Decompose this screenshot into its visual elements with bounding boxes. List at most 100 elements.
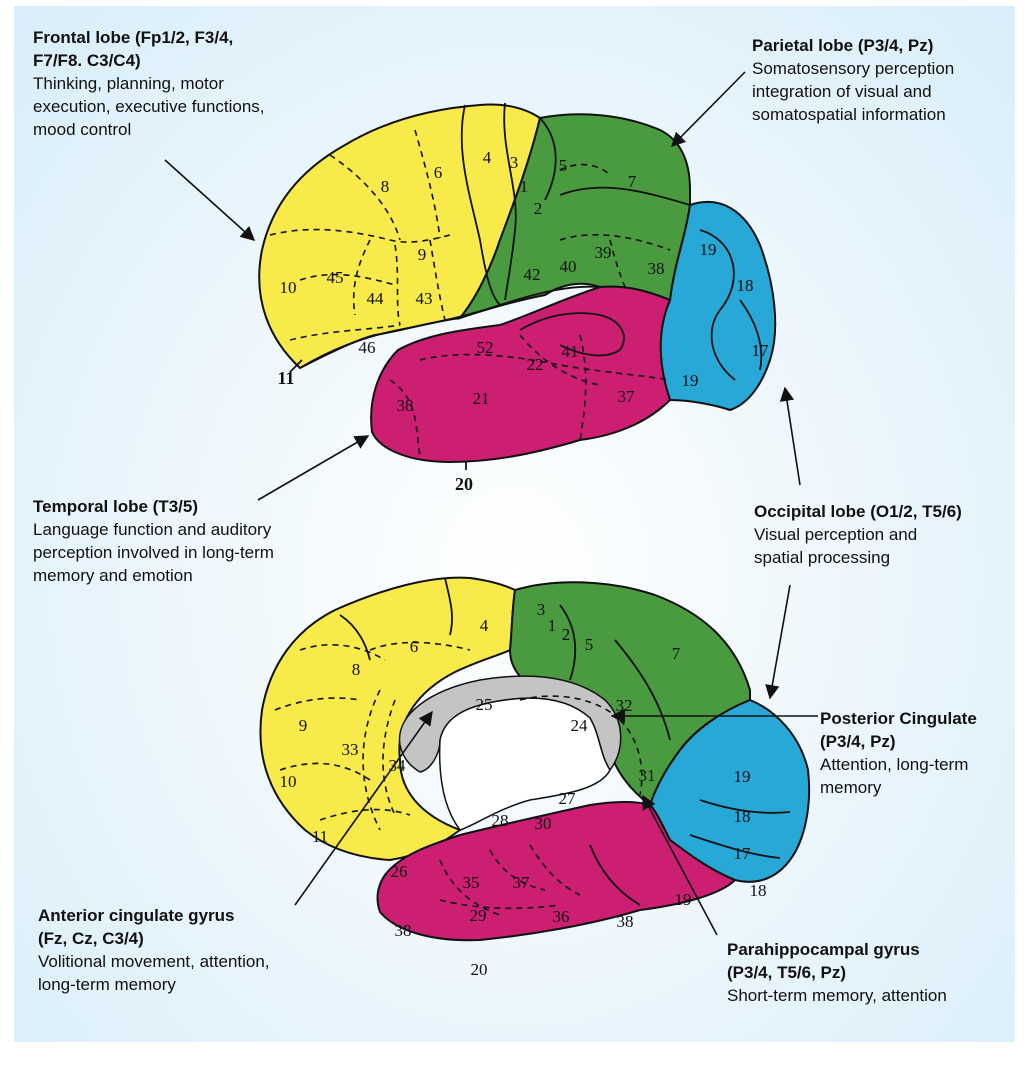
posterior-cingulate-callout: Posterior Cingulate (P3/4, Pz) Attention…: [820, 707, 1015, 799]
medial-area-31: 32: [616, 696, 633, 715]
lateral-area-39: 38: [648, 259, 665, 278]
medial-area-4: 4: [480, 616, 489, 635]
lateral-area-22: 22: [527, 355, 544, 374]
parahippocampal-callout: Parahippocampal gyrus (P3/4, T5/6, Pz) S…: [727, 938, 1017, 1007]
occipital-callout: Occipital lobe (O1/2, T5/6) Visual perce…: [754, 500, 1014, 569]
temporal-body-line-2: perception involved in long-term: [33, 541, 353, 564]
medial-area-30: 31: [639, 766, 656, 785]
medial-area-6: 6: [410, 637, 419, 656]
medial-area-3: 3: [537, 600, 546, 619]
medial-area-29: 30: [535, 814, 552, 833]
posterior-cingulate-title-line-2: (P3/4, Pz): [820, 730, 1015, 753]
frontal-title-line-2: F7/F8. C3/C4): [33, 49, 333, 72]
medial-area-7: 7: [672, 644, 681, 663]
lateral-area-10: 10: [280, 278, 297, 297]
medial-area-24: 25: [476, 695, 493, 714]
medial-area-25: 26: [391, 862, 408, 881]
lateral-area-1: 1: [520, 177, 529, 196]
lateral-area-45: 44: [367, 289, 385, 308]
frontal-body-line-2: execution, executive functions,: [33, 95, 333, 118]
temporal-body-line-3: memory and emotion: [33, 564, 353, 587]
frontal-body-line-1: Thinking, planning, motor: [33, 72, 333, 95]
medial-area-19-top: 19: [734, 767, 751, 786]
medial-area-19-bottom: 19: [675, 890, 692, 909]
parahippocampal-body-line-1: Short-term memory, attention: [727, 984, 1017, 1007]
medial-area-28: 29: [470, 906, 487, 925]
lateral-area-37: 37: [618, 387, 636, 406]
frontal-callout: Frontal lobe (Fp1/2, F3/4, F7/F8. C3/C4)…: [33, 26, 333, 141]
medial-area-5: 5: [585, 635, 594, 654]
frontal-title-line-1: Frontal lobe (Fp1/2, F3/4,: [33, 26, 333, 49]
medial-area-23: 24: [571, 716, 589, 735]
medial-area-27: 28: [492, 811, 509, 830]
parietal-title-line-1: Parietal lobe (P3/4, Pz): [752, 34, 1012, 57]
lateral-area-52: 52: [477, 338, 494, 357]
medial-area-2: 2: [562, 625, 571, 644]
posterior-cingulate-body-line-1: Attention, long-term: [820, 753, 1015, 776]
medial-area-1: 1: [548, 616, 557, 635]
occipital-body-line-1: Visual perception and: [754, 523, 1014, 546]
lateral-area-5: 5: [559, 156, 568, 175]
occipital-arrow-down: [770, 585, 790, 698]
posterior-cingulate-body-line-2: memory: [820, 776, 1015, 799]
occipital-arrow-up: [785, 388, 800, 485]
medial-area-20: 20: [471, 960, 488, 979]
temporal-callout: Temporal lobe (T3/5) Language function a…: [33, 495, 353, 587]
lateral-area-6: 6: [434, 163, 443, 182]
medial-area-18-bottom: 18: [750, 881, 767, 900]
occipital-title-line-1: Occipital lobe (O1/2, T5/6): [754, 500, 1014, 523]
lateral-area-4: 4: [483, 148, 492, 167]
lateral-area-19-bottom: 19: [682, 371, 699, 390]
lateral-area-19-top: 19: [700, 240, 717, 259]
medial-area-32: 33: [342, 740, 359, 759]
parietal-arrow: [672, 72, 745, 146]
medial-area-11: 11: [312, 827, 328, 846]
lateral-area-8: 8: [381, 177, 390, 196]
temporal-title-line-1: Temporal lobe (T3/5): [33, 495, 353, 518]
medial-area-10: 10: [280, 772, 297, 791]
lateral-area-3: 3: [510, 153, 519, 172]
lateral-area-44: 43: [416, 289, 433, 308]
frontal-body-line-3: mood control: [33, 118, 333, 141]
anterior-cingulate-body-line-1: Volitional movement, attention,: [38, 950, 358, 973]
parahippocampal-title-line-1: Parahippocampal gyrus: [727, 938, 1017, 961]
medial-area-37: 38: [617, 912, 634, 931]
parietal-body-line-2: integration of visual and: [752, 80, 1012, 103]
lateral-area-2: 2: [534, 199, 543, 218]
parietal-body-line-1: Somatosensory perception: [752, 57, 1012, 80]
lateral-area-38: 38: [397, 396, 414, 415]
medial-area-17: 17: [734, 844, 752, 863]
lateral-area-21: 21: [473, 389, 490, 408]
lateral-area-40: 39: [595, 243, 612, 262]
lateral-area-17: 17: [752, 341, 770, 360]
lateral-area-9: 9: [418, 245, 427, 264]
medial-area-38: 38: [395, 921, 412, 940]
lateral-area-47: 46: [359, 338, 376, 357]
lateral-area-41: 40: [560, 257, 577, 276]
parahippocampal-title-line-2: (P3/4, T5/6, Pz): [727, 961, 1017, 984]
medial-area-36: 36: [553, 907, 570, 926]
parietal-callout: Parietal lobe (P3/4, Pz) Somatosensory p…: [752, 34, 1012, 126]
lateral-area-42: 41: [562, 342, 579, 361]
frontal-arrow: [165, 160, 254, 240]
anterior-cingulate-title-line-2: (Fz, Cz, C3/4): [38, 927, 358, 950]
medial-area-26: 27: [559, 789, 577, 808]
lateral-area-46: 45: [327, 268, 344, 287]
anterior-cingulate-body-line-2: long-term memory: [38, 973, 358, 996]
posterior-cingulate-title-line-1: Posterior Cingulate: [820, 707, 1015, 730]
medial-area-9: 9: [299, 716, 308, 735]
medial-area-8: 8: [352, 660, 361, 679]
lateral-area-43: 42: [524, 265, 541, 284]
medial-area-18-top: 18: [734, 807, 751, 826]
parietal-body-line-3: somatospatial information: [752, 103, 1012, 126]
medial-area-34: 35: [463, 873, 480, 892]
lateral-area-20: 20: [455, 474, 473, 494]
lateral-area-18: 18: [737, 276, 754, 295]
lateral-area-7: 7: [628, 172, 637, 191]
temporal-body-line-1: Language function and auditory: [33, 518, 353, 541]
anterior-cingulate-title-line-1: Anterior cingulate gyrus: [38, 904, 358, 927]
temporal-arrow: [258, 436, 368, 500]
anterior-cingulate-callout: Anterior cingulate gyrus (Fz, Cz, C3/4) …: [38, 904, 358, 996]
medial-area-33: 34: [389, 756, 407, 775]
medial-area-35: 37: [513, 873, 531, 892]
